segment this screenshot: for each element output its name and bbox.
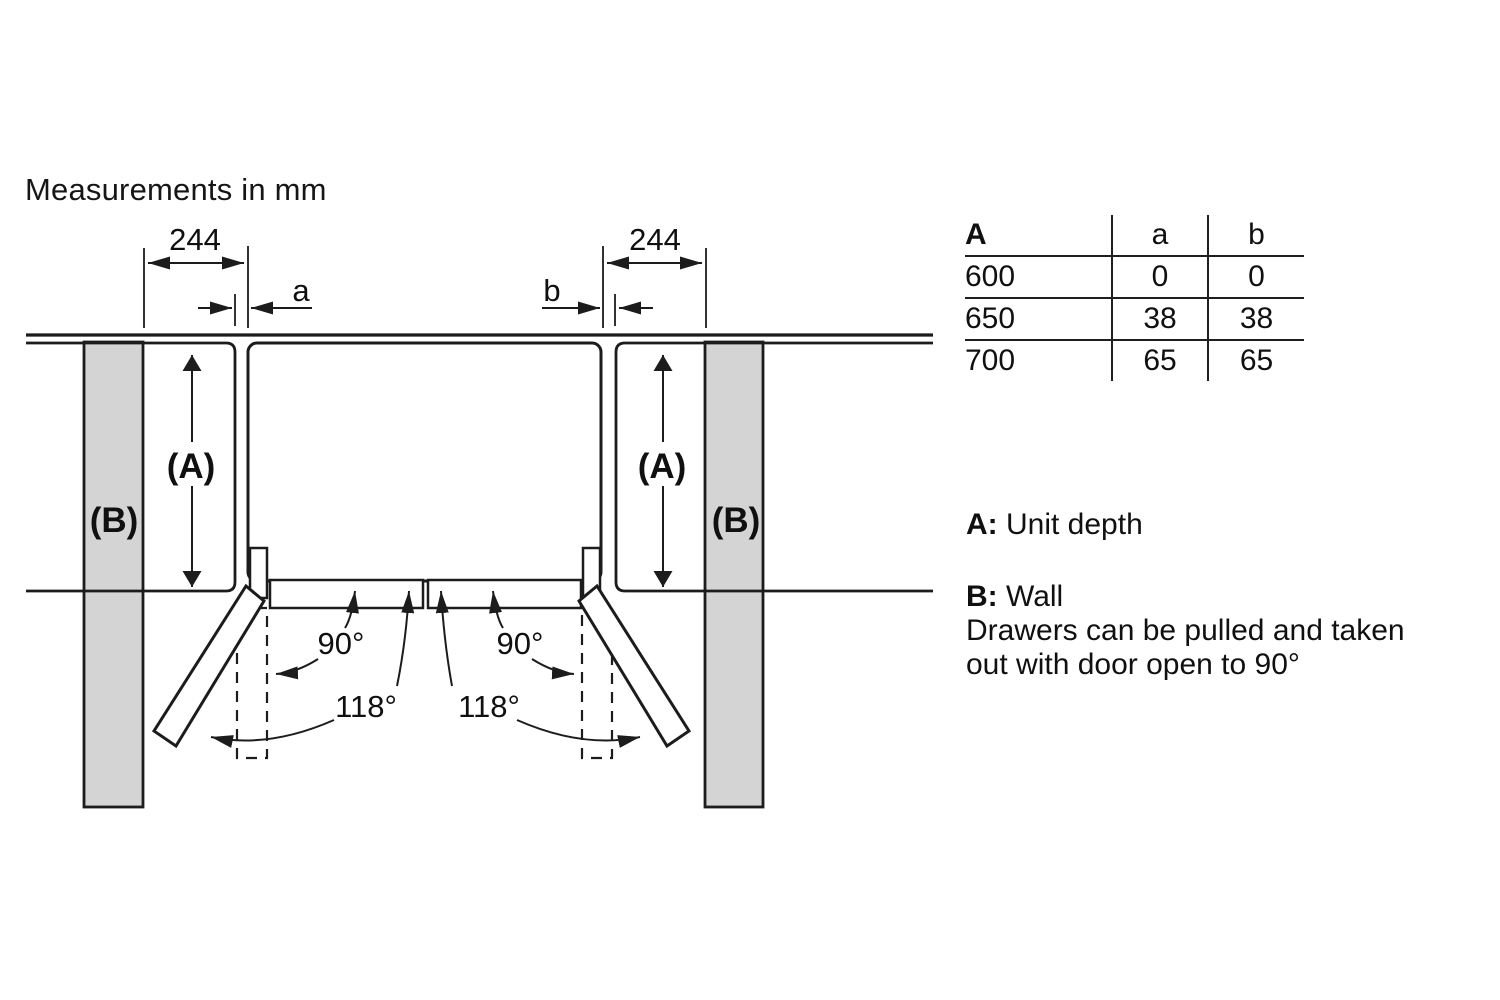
table-header-row: A a b	[965, 215, 1304, 257]
cell-A-650: 650	[965, 298, 1113, 341]
cell-A-700: 700	[965, 340, 1113, 381]
angle-90-right-label: 90°	[497, 626, 544, 661]
legend-note-line2: out with door open to 90°	[966, 648, 1300, 681]
dimension-b: b	[542, 273, 653, 326]
angle-118-left-label: 118°	[335, 689, 397, 724]
left-door-closed	[268, 578, 425, 610]
page-title: Measurements in mm	[25, 172, 327, 207]
table-row: 700 65 65	[965, 340, 1304, 381]
dimension-244-left: 244	[143, 222, 249, 328]
dimension-a: a	[198, 273, 312, 326]
unit-depth-label-right: (A)	[638, 447, 687, 486]
legend-term-B: B:	[966, 580, 998, 613]
cell-a-700: 65	[1112, 340, 1209, 381]
cell-b-650: 38	[1208, 298, 1304, 341]
table-header-b: b	[1208, 215, 1304, 257]
left-wall	[82, 340, 145, 809]
unit-depth-arrow-left: (A)	[164, 355, 218, 587]
cell-A-600: 600	[965, 256, 1113, 299]
right-counter-outline	[614, 341, 933, 593]
cell-b-600: 0	[1208, 256, 1304, 299]
right-door-open-118	[577, 583, 692, 749]
legend-desc-B: Wall	[1006, 580, 1064, 613]
left-door-open-118	[151, 583, 266, 749]
legend-wall: B: Wall	[966, 580, 1405, 614]
dim-244-right-label: 244	[629, 222, 681, 257]
clearance-table: A a b 600 0 0 650 38 38 700 65 65	[965, 215, 1304, 381]
cell-a-650: 38	[1112, 298, 1209, 341]
legend-note-line1: Drawers can be pulled and taken	[966, 614, 1405, 647]
left-counter-outline	[26, 341, 237, 593]
dim-b-label: b	[543, 273, 560, 308]
left-door-90-dashed	[235, 606, 269, 760]
wall-label-left: (B)	[90, 501, 139, 540]
right-wall	[703, 340, 765, 809]
fridge-body	[246, 341, 603, 583]
dimension-244-right: 244	[602, 222, 707, 328]
table-header-a: a	[1112, 215, 1209, 257]
angle-90-left-label: 90°	[318, 626, 365, 661]
angle-90-left	[275, 590, 359, 680]
right-door-closed	[426, 578, 583, 610]
angle-90-right	[489, 590, 575, 680]
table-row: 600 0 0	[965, 256, 1304, 299]
unit-depth-arrow-right: (A)	[635, 355, 689, 587]
angle-118-right-label: 118°	[458, 689, 520, 724]
unit-depth-label-left: (A)	[167, 447, 216, 486]
dim-244-left-label: 244	[169, 222, 221, 257]
table-row: 650 38 38	[965, 298, 1304, 341]
right-door-90-dashed	[580, 606, 614, 760]
wall-label-right: (B)	[712, 501, 761, 540]
cell-b-700: 65	[1239, 344, 1274, 377]
cell-a-600: 0	[1112, 256, 1209, 299]
legend-unit-depth: A: Unit depth	[966, 508, 1405, 542]
angle-118-left	[210, 590, 415, 748]
legend-term-A: A:	[966, 508, 998, 541]
dim-a-label: a	[292, 273, 310, 308]
angle-118-right	[435, 590, 641, 748]
legend-desc-A: Unit depth	[1006, 508, 1143, 541]
legend: A: Unit depth B: Wall Drawers can be pul…	[966, 508, 1405, 682]
table-header-A: A	[965, 215, 1113, 257]
